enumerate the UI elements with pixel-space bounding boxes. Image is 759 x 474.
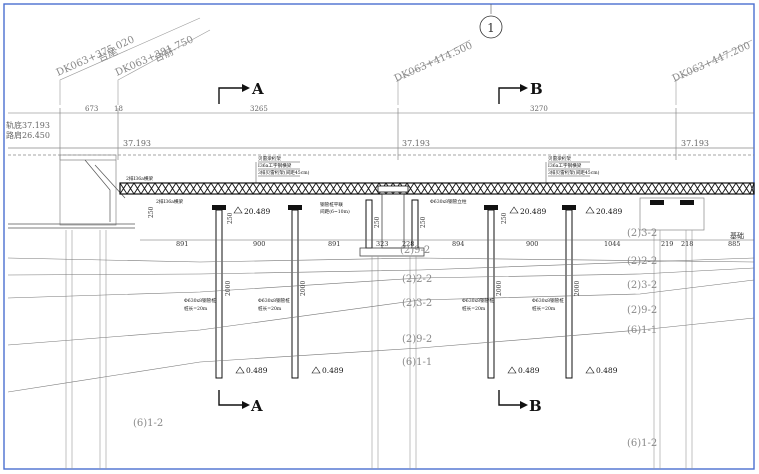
drawing-frame: [3, 3, 755, 470]
pile-note-3-line1: Φ630x8钢管桩: [462, 297, 494, 304]
span-dim-11: 885: [728, 240, 740, 248]
deck-note-2-line1: 贝雷梁桁架: [548, 155, 571, 162]
central-pier: [359, 193, 425, 257]
pile-bottom-level-2: 0.489: [322, 366, 344, 375]
steel-piles: [215, 199, 573, 379]
deck-note-2-line3: 3排贝雷桁架(间距45cm): [548, 169, 600, 176]
span-dim-2: 900: [253, 240, 265, 248]
pile-length-1: 2000: [225, 281, 232, 296]
span-dim-5: 228: [402, 240, 414, 248]
joint-note-line2: 间距(6~10m): [320, 208, 350, 215]
pile-length-3: 2000: [496, 281, 503, 296]
pile-note-1-line2: 桩长=20m: [184, 305, 208, 312]
station-leaders: [59, 17, 753, 105]
dim-3270: 3270: [530, 105, 548, 113]
soil-label-4: (2)9-2: [402, 334, 432, 345]
pile-length-4: 2000: [574, 281, 581, 296]
pile-note-3-line2: 桩长=20m: [462, 305, 486, 312]
soil-label-3: (2)3-2: [402, 298, 432, 309]
right-cut-label: 基础: [730, 231, 744, 240]
deck-note-1-line3: 3排贝雷桁架(间距45cm): [258, 169, 310, 176]
pile-note-4-line1: Φ630x8钢管桩: [532, 297, 564, 304]
detail-marker: 1: [479, 4, 503, 39]
pile-top-level-2: 20.489: [520, 207, 546, 216]
small-dim-4: 250: [227, 212, 234, 224]
soil-label-1: (2)9-2: [400, 245, 430, 256]
span-dim-7: 900: [526, 240, 538, 248]
section-b-bottom: B: [498, 390, 542, 415]
detail-marker-label: 1: [487, 21, 495, 35]
pile-note-1-line1: Φ630x8钢管桩: [184, 297, 216, 304]
pile-note-2-line1: Φ630x8钢管桩: [258, 297, 290, 304]
span-dim-3: 891: [328, 240, 340, 248]
dim-18: 18: [114, 105, 123, 113]
dim-3265: 3265: [250, 105, 268, 113]
soil-label-9: (2)3-2: [627, 280, 657, 291]
dim-673: 673: [85, 105, 98, 113]
deck-note-2-line2: I36a工字钢横梁: [548, 162, 582, 169]
section-a-label-bottom: A: [250, 397, 263, 415]
elev-1: 37.193: [123, 139, 151, 148]
section-a-bottom: A: [218, 390, 263, 415]
deck-note-1-line1: 贝雷梁桁架: [258, 155, 281, 162]
section-a-top: A: [218, 80, 264, 104]
station-label-6: DK063+447.200: [671, 40, 752, 84]
pile-top-level-1: 20.489: [244, 207, 270, 216]
joint-note-line1: 钢管桩平联: [320, 201, 343, 208]
small-dim-2: 250: [374, 216, 381, 228]
soil-label-11: (6)1-1: [627, 325, 657, 336]
pile-note-4-line2: 桩长=20m: [532, 305, 556, 312]
section-b-label-bottom: B: [529, 397, 542, 415]
small-dim-1: 250: [148, 206, 155, 218]
span-dim-9: 219: [661, 240, 673, 248]
soil-label-8: (2)2-2: [627, 256, 657, 267]
pile-top-level-3: 20.489: [596, 207, 622, 216]
pile-bottom-level-3: 0.489: [518, 366, 540, 375]
section-b-label-top: B: [530, 80, 543, 98]
level-design: 路肩26.450: [6, 130, 50, 140]
pile-bottom-level-1: 0.489: [246, 366, 268, 375]
soil-label-6: (6)1-2: [133, 418, 163, 429]
misc-note-2: 2排I36a横梁: [156, 198, 184, 205]
section-b-top: B: [498, 80, 543, 104]
pile-length-2: 2000: [300, 281, 307, 296]
soil-label-12: (6)1-2: [627, 438, 657, 449]
misc-note-3: Φ630x8钢管立柱: [430, 198, 467, 205]
level-rail: 轨底37.193: [6, 120, 50, 130]
elev-3: 37.193: [681, 139, 709, 148]
deck-note-leaders: [255, 161, 590, 183]
deck-note-1-line2: I36a工字钢横梁: [258, 162, 292, 169]
station-label-5: DK063+414.500: [393, 40, 474, 84]
misc-note-1: 2排I36a横梁: [126, 175, 154, 182]
foundation-piles: [65, 230, 693, 469]
soil-label-10: (2)9-2: [627, 305, 657, 316]
span-dim-6: 894: [452, 240, 464, 248]
span-dim-4: 323: [376, 240, 388, 248]
pile-caps: [212, 200, 694, 210]
section-a-label-top: A: [251, 80, 264, 98]
bailey-truss-deck: [119, 182, 755, 195]
soil-boundaries: [7, 257, 755, 393]
span-dim-8: 1044: [604, 240, 621, 248]
small-dim-3: 250: [420, 216, 427, 228]
soil-label-5: (6)1-1: [402, 357, 432, 368]
small-dim-5: 250: [501, 212, 508, 224]
pile-note-2-line2: 桩长=20m: [258, 305, 282, 312]
abutment: [8, 159, 135, 229]
soil-label-7: (2)3-2: [627, 228, 657, 239]
span-dim-10: 218: [681, 240, 693, 248]
pile-bottom-level-4: 0.489: [596, 366, 618, 375]
track-lines: [8, 147, 754, 231]
top-dimension-line: [8, 108, 754, 160]
soil-label-2: (2)2-2: [402, 274, 432, 285]
elev-2: 37.193: [402, 139, 430, 148]
span-dim-1: 891: [176, 240, 188, 248]
